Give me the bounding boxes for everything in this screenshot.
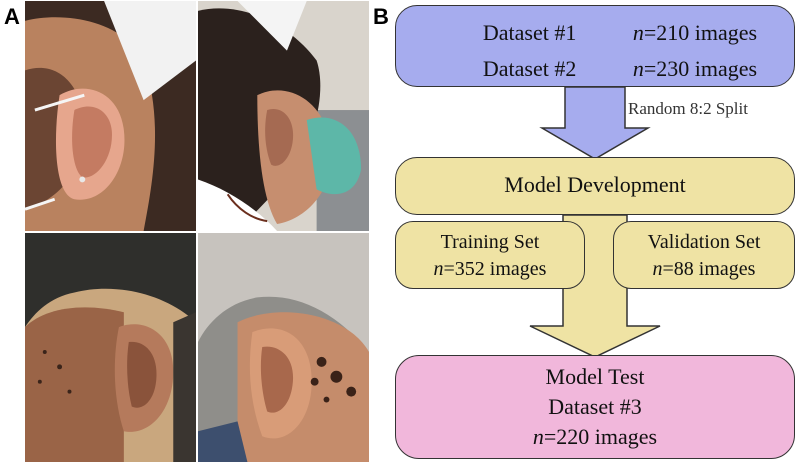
model-test-box: Model Test Dataset #3 n=220 images [395,355,795,459]
dataset-row-1: Dataset #1 n=210 images [396,15,794,51]
dataset-2-name: Dataset #2 [482,56,577,81]
training-set-n: n [433,258,444,280]
dataset-row-2: Dataset #2 n=230 images [396,51,794,87]
validation-set-box: Validation Set n=88 images [613,221,795,289]
split-arrow [539,86,651,160]
flow-arrows [529,86,661,358]
ear-photo-older-man-pigmented-lesions [197,232,370,463]
dataset-1-name: Dataset #1 [482,20,577,45]
ear-photo-nurse-mask-side [197,0,370,232]
validation-set-n: n [652,258,663,280]
ear-photo-older-man-gray-hair [24,232,197,463]
model-development-label: Model Development [504,172,686,197]
validation-set-title: Validation Set [647,231,761,253]
split-label: Random 8:2 Split [628,99,748,118]
model-test-count: =220 images [543,424,658,449]
photo-grid [24,0,370,463]
model-test-n: n [532,424,544,449]
ear-photo-young-woman-side [24,0,197,232]
training-set-title: Training Set [440,231,540,253]
dataset-2-n: n [632,56,644,81]
model-test-title: Model Test [545,364,645,389]
dataset-1-count: =210 images [643,20,758,45]
panel-label-a: A [4,4,20,29]
model-test-dataset: Dataset #3 [548,394,642,419]
panel-label-b: B [373,4,389,29]
training-set-count: =352 images [443,258,547,280]
validation-set-count: =88 images [662,258,756,280]
training-set-box: Training Set n=352 images [395,221,585,289]
dataset-2-count: =230 images [643,56,758,81]
dataset-1-n: n [632,20,644,45]
model-development-box: Model Development [395,157,795,215]
